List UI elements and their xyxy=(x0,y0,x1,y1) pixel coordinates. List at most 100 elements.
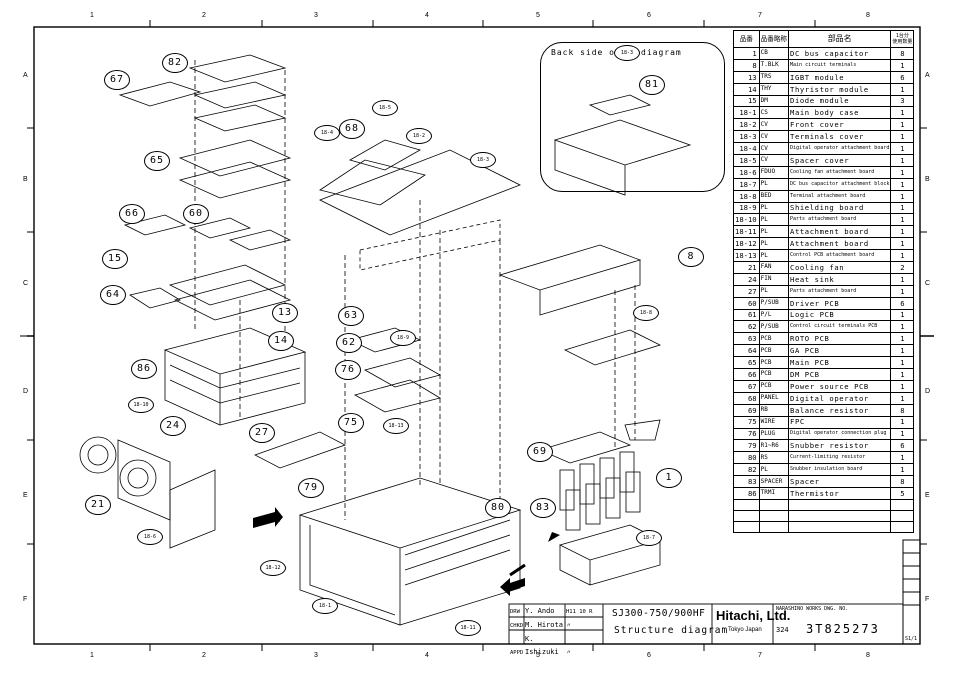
callout: 76 xyxy=(335,360,361,380)
part-name-cell: Thyristor module xyxy=(788,82,892,96)
part-no-cell: 75 xyxy=(733,415,760,429)
part-name-cell: Spacer cover xyxy=(788,154,892,167)
part-name-cell: Digital operator xyxy=(788,391,892,405)
grid-col-label: 2 xyxy=(202,652,206,659)
sig-role: APPD xyxy=(510,650,524,656)
callout: 68 xyxy=(339,119,365,139)
back-view-label-tail: diagram xyxy=(641,48,682,57)
part-no-cell: 18-9 xyxy=(733,201,760,215)
part-no-cell: 18-13 xyxy=(733,249,760,263)
part-name-cell: Main circuit terminals xyxy=(788,58,892,72)
code-cell: DM xyxy=(758,94,790,108)
part-name-cell: Attachment board xyxy=(788,225,892,239)
part-name-cell: Attachment board xyxy=(788,237,892,251)
grid-col-label: 8 xyxy=(866,12,870,19)
grid-row-label: A xyxy=(23,72,28,79)
code-cell: PL xyxy=(758,284,790,298)
part-name-cell: Control circuit terminals PCB xyxy=(788,320,892,334)
qty-cell: 1 xyxy=(890,332,915,346)
sheet-tag: S1/1 xyxy=(905,636,918,642)
sig-date: H11 10 R xyxy=(566,609,593,615)
part-no-cell: 66 xyxy=(733,368,760,381)
part-no-cell: 18-10 xyxy=(733,213,760,227)
qty-cell: 1 xyxy=(890,130,915,144)
code-cell: FIN xyxy=(758,272,790,286)
blank-cell xyxy=(733,498,760,511)
part-no-cell: 24 xyxy=(733,272,760,286)
callout: 79 xyxy=(298,478,324,498)
code-cell: CS xyxy=(758,106,790,120)
drawing-number: 3T825273 xyxy=(806,622,880,636)
part-name-cell: Main body case xyxy=(788,106,892,120)
code-cell: PCB xyxy=(758,344,790,358)
code-cell: CV xyxy=(758,142,790,156)
sig-date: 〃 xyxy=(566,623,572,629)
blank-cell xyxy=(890,509,915,522)
callout: 14 xyxy=(268,331,294,351)
code-cell: PL xyxy=(758,177,790,191)
grid-col-label: 1 xyxy=(90,652,94,659)
code-cell: CV xyxy=(758,118,790,132)
grid-row-label: B xyxy=(23,176,28,183)
part-no-cell: 18-6 xyxy=(733,165,760,179)
qty-cell: 1 xyxy=(890,177,915,191)
qty-cell: 1 xyxy=(890,379,915,393)
part-no-cell: 63 xyxy=(733,332,760,346)
blank-cell xyxy=(733,520,760,533)
part-no-cell: 60 xyxy=(733,296,760,310)
callout-small: 18-3 xyxy=(470,152,496,168)
part-no-cell: 69 xyxy=(733,403,760,417)
part-name-cell: Diode module xyxy=(788,94,892,108)
callout: 21 xyxy=(85,495,111,515)
grid-col-label: 6 xyxy=(647,652,651,659)
grid-col-label: 7 xyxy=(758,12,762,19)
back-view-label: Back side of xyxy=(551,48,621,57)
header-part-name: 部品名 xyxy=(788,30,892,48)
blank-cell xyxy=(758,509,790,522)
callout-small: 18-13 xyxy=(383,418,409,434)
qty-cell: 6 xyxy=(890,439,915,453)
part-name-cell: Cooling fan attachment board xyxy=(788,165,892,179)
part-name-cell: Shielding board xyxy=(788,201,892,215)
qty-cell: 1 xyxy=(890,154,915,167)
model-number: SJ300-750/900HF xyxy=(612,608,706,619)
qty-cell: 8 xyxy=(890,403,915,417)
code-cell: PL xyxy=(758,225,790,239)
part-name-cell: Logic PCB xyxy=(788,308,892,322)
header-qty: 1台分使用数量 xyxy=(890,30,915,48)
qty-cell: 6 xyxy=(890,70,915,84)
code-cell: TRS xyxy=(758,70,790,84)
qty-cell: 1 xyxy=(890,415,915,429)
callout: 82 xyxy=(162,53,188,73)
code-cell: CV xyxy=(758,130,790,144)
code-cell: BED xyxy=(758,189,790,203)
qty-cell: 1 xyxy=(890,308,915,322)
callout-small: 18-4 xyxy=(314,125,340,141)
qty-cell: 1 xyxy=(890,225,915,239)
qty-cell: 3 xyxy=(890,94,915,108)
code-cell: PANEL xyxy=(758,391,790,405)
blank-cell xyxy=(788,509,892,522)
part-name-cell: Parts attachment board xyxy=(788,213,892,227)
code-cell: PL xyxy=(758,201,790,215)
sig-name: Y. Ando xyxy=(525,607,555,615)
part-name-cell: Snubber resistor xyxy=(788,439,892,453)
callout: 69 xyxy=(527,442,553,462)
code-cell: TRMI xyxy=(758,486,790,500)
qty-cell: 1 xyxy=(890,368,915,381)
